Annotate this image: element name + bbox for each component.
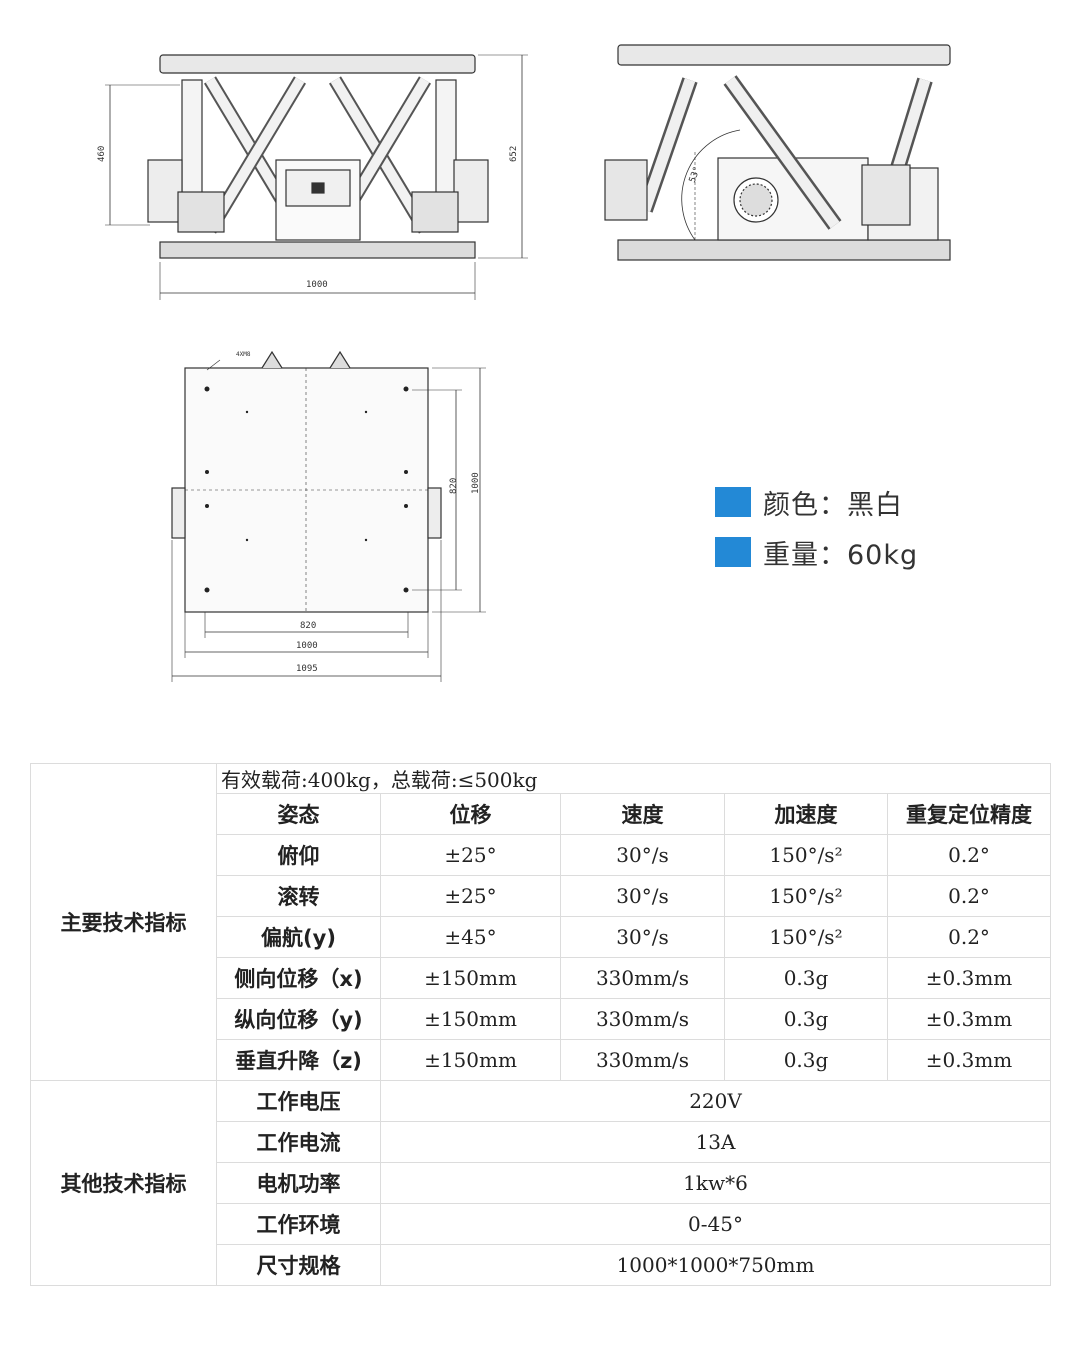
table-cell: 1kw*6 xyxy=(379,1162,1052,1204)
column-header: 加速度 xyxy=(724,793,888,835)
weight-summary-text: 重量：60kg xyxy=(763,539,919,571)
table-cell: ±45° xyxy=(380,916,561,958)
row-label: 滚转 xyxy=(216,875,381,917)
table-cell: 150°/s² xyxy=(724,834,888,876)
table-row: 工作环境 0-45° xyxy=(31,1203,1052,1245)
table-cell: 0.3g xyxy=(724,957,888,999)
table-cell: 330mm/s xyxy=(560,998,725,1040)
technical-drawings: 1000 460 652 53° xyxy=(97,44,951,682)
table-cell: 0-45° xyxy=(379,1203,1052,1245)
side-angle-dimension: 53° xyxy=(688,165,703,184)
table-cell: 0.3g xyxy=(724,998,888,1040)
weight-bullet-icon xyxy=(715,537,751,567)
top-width-dimension: 1000 xyxy=(296,641,318,651)
table-cell: ±150mm xyxy=(380,957,561,999)
row-label: 工作电流 xyxy=(216,1121,381,1163)
row-label: 工作电压 xyxy=(216,1080,381,1122)
row-label: 垂直升降（z) xyxy=(216,1039,381,1081)
front-width-dimension: 1000 xyxy=(306,280,328,290)
table-cell: 330mm/s xyxy=(560,1039,725,1081)
table-cell: ±0.3mm xyxy=(886,998,1052,1040)
table-cell: 30°/s xyxy=(560,916,725,958)
table-row: 工作电流 13A xyxy=(31,1121,1052,1163)
front-view-drawing xyxy=(105,54,528,300)
table-cell: 0.2° xyxy=(886,834,1052,876)
table-cell: 150°/s² xyxy=(724,875,888,917)
table-cell: 13A xyxy=(379,1121,1052,1163)
table-row: 尺寸规格 1000*1000*750mm xyxy=(31,1244,1052,1286)
table-row: 其他技术指标 工作电压 220V xyxy=(30,1080,1052,1286)
column-header: 位移 xyxy=(380,793,561,835)
top-hole-label: 4XM8 xyxy=(236,351,251,358)
table-row: 垂直升降（z) ±150mm 330mm/s 0.3g ±0.3mm xyxy=(31,1039,1052,1081)
table-cell: ±0.3mm xyxy=(886,957,1052,999)
top-height-dimension: 1000 xyxy=(471,472,481,494)
top-view-drawing xyxy=(171,350,486,682)
table-cell: ±25° xyxy=(380,834,561,876)
table-cell: 0.3g xyxy=(724,1039,888,1081)
column-header: 姿态 xyxy=(216,793,381,835)
other-section-label: 其他技术指标 xyxy=(30,1080,217,1286)
row-label: 偏航(y) xyxy=(216,916,381,958)
table-header-row: 姿态 位移 速度 加速度 重复定位精度 xyxy=(31,793,1052,835)
row-label: 俯仰 xyxy=(216,834,381,876)
table-cell: 1000*1000*750mm xyxy=(379,1244,1052,1286)
color-bullet-icon xyxy=(715,487,751,517)
table-cell: 0.2° xyxy=(886,916,1052,958)
row-label: 纵向位移（y) xyxy=(216,998,381,1040)
row-label: 尺寸规格 xyxy=(216,1244,381,1286)
front-height-dimension: 460 xyxy=(97,146,107,162)
table-cell: ±0.3mm xyxy=(886,1039,1052,1081)
front-total-height-dimension: 652 xyxy=(509,146,519,162)
top-inner-width-dimension: 820 xyxy=(300,621,316,631)
color-summary: 颜色：黑白 xyxy=(715,484,918,521)
table-cell: 150°/s² xyxy=(724,916,888,958)
table-cell: 30°/s xyxy=(560,875,725,917)
row-label: 工作环境 xyxy=(216,1203,381,1245)
table-cell: 330mm/s xyxy=(560,957,725,999)
top-inner-height-dimension: 820 xyxy=(449,478,459,494)
top-outer-width-dimension: 1095 xyxy=(296,664,318,674)
table-cell: 220V xyxy=(379,1080,1052,1122)
table-row: 主要技术指标 有效载荷:400kg，总载荷:≤500kg xyxy=(30,763,1052,1081)
spec-table: 主要技术指标 有效载荷:400kg，总载荷:≤500kg 姿态 位移 速度 加速… xyxy=(30,763,1052,1286)
color-summary-text: 颜色：黑白 xyxy=(763,489,903,521)
table-cell: ±25° xyxy=(380,875,561,917)
table-row: 俯仰 ±25° 30°/s 150°/s² 0.2° xyxy=(31,834,1052,876)
table-cell: ±150mm xyxy=(380,1039,561,1081)
column-header: 重复定位精度 xyxy=(886,793,1052,835)
table-cell: ±150mm xyxy=(380,998,561,1040)
weight-summary: 重量：60kg xyxy=(715,534,919,571)
main-section-label: 主要技术指标 xyxy=(30,763,217,1081)
top-view-mount-holes xyxy=(204,386,409,593)
column-header: 速度 xyxy=(560,793,725,835)
side-view-drawing xyxy=(604,44,951,261)
table-cell: 0.2° xyxy=(886,875,1052,917)
table-row: 滚转 ±25° 30°/s 150°/s² 0.2° xyxy=(31,875,1052,917)
table-row: 电机功率 1kw*6 xyxy=(31,1162,1052,1204)
product-summary: 颜色：黑白 重量：60kg xyxy=(715,484,918,584)
table-cell: 30°/s xyxy=(560,834,725,876)
table-row: 侧向位移（x) ±150mm 330mm/s 0.3g ±0.3mm xyxy=(31,957,1052,999)
table-row: 纵向位移（y) ±150mm 330mm/s 0.3g ±0.3mm xyxy=(31,998,1052,1040)
payload-note: 有效载荷:400kg，总载荷:≤500kg xyxy=(215,763,1052,794)
row-label: 电机功率 xyxy=(216,1162,381,1204)
row-label: 侧向位移（x) xyxy=(216,957,381,999)
